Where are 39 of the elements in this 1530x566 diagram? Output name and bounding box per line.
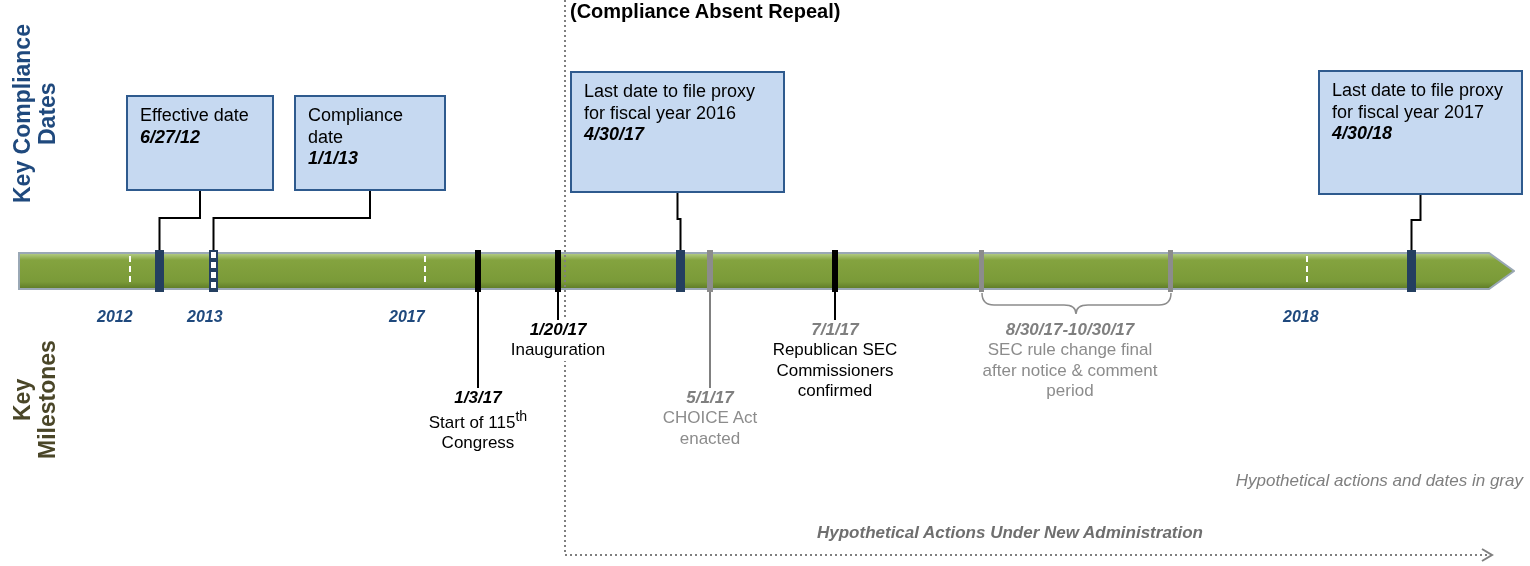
year-label: 2017 (389, 308, 425, 326)
leader-line (158, 190, 201, 251)
leader-line (834, 291, 836, 321)
date-text: 6/27/12 (140, 126, 202, 149)
description-text: Last date to file proxy for fiscal year 2016 (584, 81, 757, 125)
date-marker (676, 250, 685, 292)
title: (Compliance Absent Repeal) (570, 0, 841, 23)
date-marker (979, 250, 984, 292)
date-marker (209, 250, 218, 292)
leader-line (676, 192, 682, 251)
leader-line (1410, 194, 1422, 251)
date-marker (475, 250, 481, 292)
callout-box (570, 71, 785, 193)
leader-line (709, 291, 711, 389)
callout-box (126, 95, 274, 191)
date-text: 4/30/18 (1332, 123, 1394, 145)
leader-line (477, 291, 479, 389)
date-marker (1168, 250, 1173, 292)
section-heading: Key Milestones (10, 339, 62, 462)
section-heading: Key Compliance Dates (10, 23, 62, 206)
description-text: Compliance date (308, 105, 405, 149)
date-marker (832, 250, 838, 292)
description-text: Effective date (140, 105, 250, 127)
date-marker (155, 250, 164, 292)
year-label: 2013 (187, 308, 223, 326)
date-marker (555, 250, 561, 292)
date-marker (1407, 250, 1416, 292)
callout-box (1318, 70, 1523, 195)
leader-line (212, 190, 371, 251)
description-text: Last date to file proxy for fiscal year 2017 (1332, 80, 1505, 124)
arrow-label: Hypothetical Actions Under New Administration (816, 523, 1204, 543)
leader-line (557, 291, 559, 321)
callout-box (294, 95, 446, 191)
year-label: 2018 (1283, 308, 1319, 326)
year-label: 2012 (97, 308, 133, 326)
date-text: 4/30/17 (584, 124, 646, 146)
note-text: Hypothetical actions and dates in gray (1234, 471, 1523, 491)
date-text: 1/1/13 (308, 148, 360, 170)
date-marker (707, 250, 713, 292)
